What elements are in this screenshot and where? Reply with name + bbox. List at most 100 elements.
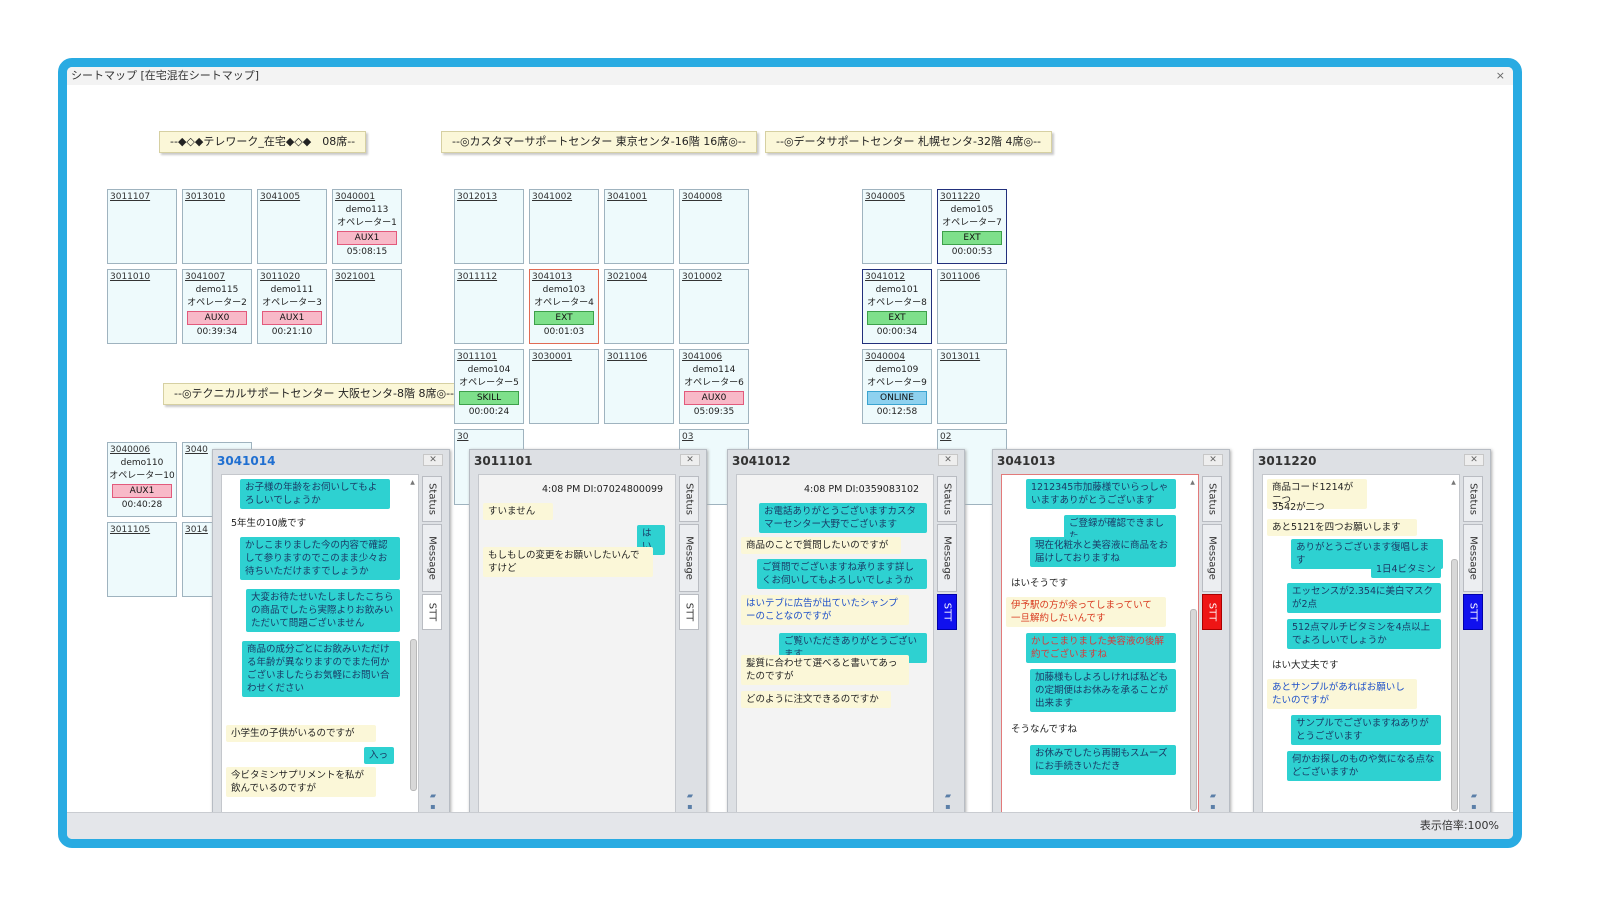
phone-icon[interactable]: ▰: [1470, 791, 1478, 800]
seat-3011020[interactable]: 3011020 demo111 オペレーター3 AUX1 00:21:10: [257, 269, 327, 344]
seat-3021004[interactable]: 3021004: [604, 269, 674, 344]
close-icon[interactable]: ×: [1495, 69, 1505, 82]
seat-3041013[interactable]: 3041013 demo103 オペレーター4 EXT 00:01:03: [529, 269, 599, 344]
chat-scrollbar[interactable]: ▲ ▼: [409, 479, 417, 825]
seat-3041006[interactable]: 3041006 demo114 オペレーター6 AUX0 05:09:35: [679, 349, 749, 424]
seat-id[interactable]: 3010002: [682, 272, 723, 282]
scroll-thumb[interactable]: [1451, 559, 1458, 811]
tab-stt[interactable]: STT: [422, 594, 442, 630]
seat-id[interactable]: 3011006: [940, 272, 981, 282]
delete-icon[interactable]: ▪: [1471, 802, 1477, 811]
seat-3040005[interactable]: 3040005: [862, 189, 932, 264]
seat-id[interactable]: 3013011: [940, 352, 981, 362]
close-icon[interactable]: ✕: [1464, 454, 1484, 466]
tab-stt[interactable]: STT: [679, 594, 699, 630]
phone-icon[interactable]: ▰: [1209, 791, 1217, 800]
seat-id[interactable]: 3041007: [185, 272, 226, 282]
seat-3012013[interactable]: 3012013: [454, 189, 524, 264]
delete-icon[interactable]: ▪: [687, 802, 693, 811]
tab-message[interactable]: Message: [937, 524, 957, 592]
seat-id[interactable]: 3040001: [335, 192, 376, 202]
chat-log[interactable]: 4:08 PM DI:07024800099 すいません はい もしもしの変更を…: [478, 474, 676, 830]
stt-panel-3011220[interactable]: 3011220 ✕ 商品コード1214が二つ 3542が二つ あと5121を四つ…: [1253, 449, 1491, 839]
seat-3011010[interactable]: 3011010: [107, 269, 177, 344]
chat-scrollbar[interactable]: ▲ ▼: [1189, 479, 1197, 825]
seat-3011101[interactable]: 3011101 demo104 オペレーター5 SKILL 00:00:24: [454, 349, 524, 424]
tab-message[interactable]: Message: [679, 524, 699, 592]
seat-id[interactable]: 3011010: [110, 272, 151, 282]
scroll-thumb[interactable]: [410, 639, 417, 791]
seat-id[interactable]: 02: [940, 432, 952, 442]
delete-icon[interactable]: ▪: [945, 802, 951, 811]
seat-3021001[interactable]: 3021001: [332, 269, 402, 344]
chat-scrollbar[interactable]: ▲ ▼: [1450, 479, 1458, 825]
seat-id[interactable]: 3021001: [335, 272, 376, 282]
phone-icon[interactable]: ▰: [686, 791, 694, 800]
chat-log[interactable]: 1212345市加藤様でいらっしゃいますありがとうございます ご登録が確認できま…: [1001, 474, 1199, 830]
seat-id[interactable]: 3011105: [110, 525, 151, 535]
stt-panel-3041014[interactable]: 3041014 ✕ お子様の年齢をお伺いしてもよろしいでしょうか 5年生の10歳…: [212, 449, 450, 839]
seat-id[interactable]: 3040005: [865, 192, 906, 202]
seat-id[interactable]: 3041006: [682, 352, 723, 362]
tab-message[interactable]: Message: [1463, 524, 1483, 592]
seat-3041012[interactable]: 3041012 demo101 オペレーター8 EXT 00:00:34: [862, 269, 932, 344]
close-icon[interactable]: ✕: [938, 454, 958, 466]
tab-stt[interactable]: STT: [937, 594, 957, 630]
chat-log[interactable]: お子様の年齢をお伺いしてもよろしいでしょうか 5年生の10歳です かしこまりまし…: [221, 474, 419, 830]
stt-panel-3041012[interactable]: 3041012 ✕ 4:08 PM DI:0359083102 お電話ありがとう…: [727, 449, 965, 839]
seat-id[interactable]: 3040008: [682, 192, 723, 202]
seat-id[interactable]: 3011020: [260, 272, 301, 282]
tab-status[interactable]: Status: [679, 476, 699, 522]
tab-status[interactable]: Status: [1202, 476, 1222, 522]
phone-icon[interactable]: ▰: [944, 791, 952, 800]
tab-stt[interactable]: STT: [1202, 594, 1222, 630]
seat-id[interactable]: 3040006: [110, 445, 151, 455]
seat-3040008[interactable]: 3040008: [679, 189, 749, 264]
close-icon[interactable]: ✕: [1203, 454, 1223, 466]
seat-3041005[interactable]: 3041005: [257, 189, 327, 264]
tab-status[interactable]: Status: [937, 476, 957, 522]
seat-id[interactable]: 3041001: [607, 192, 648, 202]
seat-3010002[interactable]: 3010002: [679, 269, 749, 344]
seat-3013011[interactable]: 3013011: [937, 349, 1007, 424]
seat-3013010[interactable]: 3013010: [182, 189, 252, 264]
seat-id[interactable]: 3011112: [457, 272, 498, 282]
seat-id[interactable]: 3041002: [532, 192, 573, 202]
seat-id[interactable]: 3041005: [260, 192, 301, 202]
seat-id[interactable]: 3021004: [607, 272, 648, 282]
seat-3040006[interactable]: 3040006 demo110 オペレーター10 AUX1 00:40:28: [107, 442, 177, 517]
seat-3011006[interactable]: 3011006: [937, 269, 1007, 344]
chat-log[interactable]: 4:08 PM DI:0359083102 お電話ありがとうございますカスタマー…: [736, 474, 934, 830]
stt-panel-3011101[interactable]: 3011101 ✕ 4:08 PM DI:07024800099 すいません は…: [469, 449, 707, 839]
seat-3011220[interactable]: 3011220 demo105 オペレーター7 EXT 00:00:53: [937, 189, 1007, 264]
seat-id[interactable]: 3011220: [940, 192, 981, 202]
seat-id[interactable]: 3013010: [185, 192, 226, 202]
tab-message[interactable]: Message: [422, 524, 442, 592]
scroll-up-icon[interactable]: ▲: [1451, 479, 1456, 486]
seat-3011112[interactable]: 3011112: [454, 269, 524, 344]
seat-id[interactable]: 3040: [185, 445, 208, 455]
seat-3011107[interactable]: 3011107: [107, 189, 177, 264]
scroll-up-icon[interactable]: ▲: [1190, 479, 1195, 486]
close-icon[interactable]: ✕: [680, 454, 700, 466]
seat-id[interactable]: 3012013: [457, 192, 498, 202]
seat-id[interactable]: 3011106: [607, 352, 648, 362]
seat-3041002[interactable]: 3041002: [529, 189, 599, 264]
seat-3030001[interactable]: 3030001: [529, 349, 599, 424]
seat-id[interactable]: 03: [682, 432, 694, 442]
tab-status[interactable]: Status: [422, 476, 442, 522]
stt-panel-3041013[interactable]: 3041013 ✕ 1212345市加藤様でいらっしゃいますありがとうございます…: [992, 449, 1230, 839]
scroll-up-icon[interactable]: ▲: [410, 479, 415, 486]
seat-3040001[interactable]: 3040001 demo113 オペレーター1 AUX1 05:08:15: [332, 189, 402, 264]
seat-id[interactable]: 3041013: [532, 272, 573, 282]
seat-id[interactable]: 30: [457, 432, 469, 442]
seat-3040004[interactable]: 3040004 demo109 オペレーター9 ONLINE 00:12:58: [862, 349, 932, 424]
seat-id[interactable]: 3011107: [110, 192, 151, 202]
seat-id[interactable]: 3014: [185, 525, 208, 535]
seat-id[interactable]: 3041012: [865, 272, 906, 282]
seat-3011106[interactable]: 3011106: [604, 349, 674, 424]
seat-3041001[interactable]: 3041001: [604, 189, 674, 264]
seat-3011105[interactable]: 3011105: [107, 522, 177, 597]
seat-3041007[interactable]: 3041007 demo115 オペレーター2 AUX0 00:39:34: [182, 269, 252, 344]
seat-id[interactable]: 3011101: [457, 352, 498, 362]
